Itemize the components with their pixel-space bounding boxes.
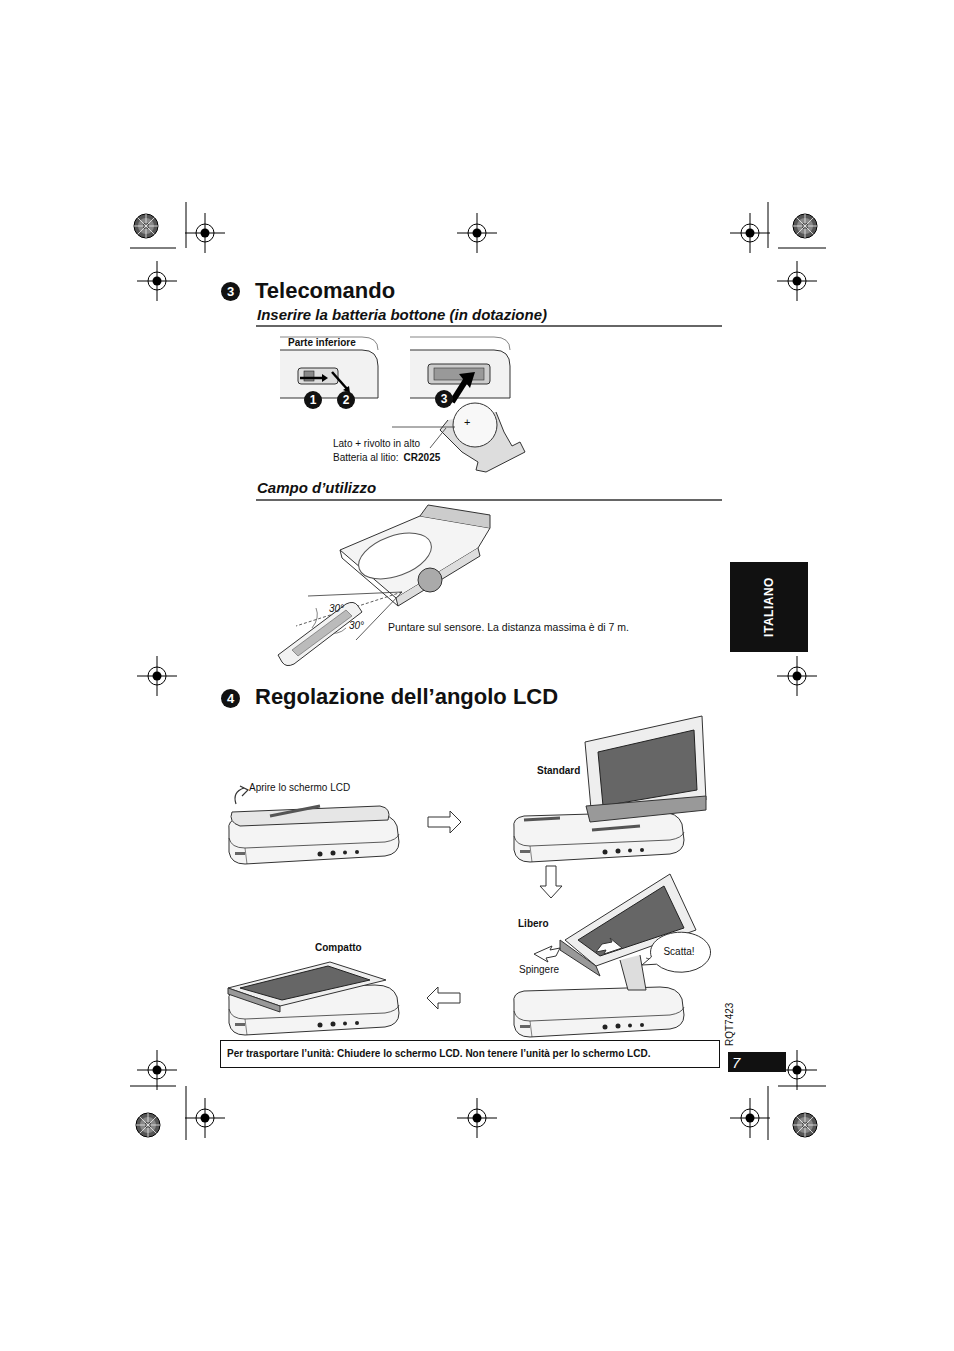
angle-label: 30° — [329, 603, 344, 615]
callout-number: 4 — [227, 691, 234, 706]
page-number-box: 7 — [728, 1052, 786, 1072]
note-text: Lato + rivolto in alto — [333, 438, 422, 450]
section-title: Regolazione dell’angolo LCD — [255, 684, 558, 709]
battery-type: CR2025 — [404, 452, 441, 464]
subheading: Campo d’utilizzo — [257, 479, 376, 496]
document-code: RQT7423 — [724, 1003, 736, 1046]
callout-number: 1 — [310, 393, 317, 407]
note-text: Puntare sul sensore. La distanza massima… — [388, 621, 629, 633]
position-label: Compatto — [315, 942, 362, 954]
player-range-illustration — [278, 505, 490, 666]
node-text: ITALIANO — [762, 577, 776, 637]
part-name: Parte inferiore — [288, 337, 356, 349]
position-label: Libero — [518, 918, 549, 930]
callout-number: 2 — [343, 393, 350, 407]
position-label: Standard — [537, 765, 580, 777]
step-number: 3 — [435, 390, 453, 408]
node-text: Per trasportare l’unità: Chiudere lo sch… — [227, 1047, 713, 1060]
remote-bottom-illustration — [280, 337, 378, 398]
section-number: 4 — [221, 689, 240, 708]
heading-rule — [256, 499, 722, 501]
remote-bottom-illustration — [410, 337, 510, 402]
section-number: 3 — [221, 282, 240, 301]
compact-player-illustration — [228, 962, 399, 1035]
note-box: Per trasportare l’unità: Chiudere lo sch… — [220, 1040, 720, 1068]
callout-number: 3 — [227, 284, 234, 299]
closed-player-illustration — [229, 786, 399, 864]
speech-bubble: Scatta! — [648, 930, 710, 972]
angle-label: 30° — [349, 620, 364, 632]
node-text: Scatta! — [663, 946, 694, 957]
note-text: Batteria al litio: — [333, 452, 401, 464]
standard-player-illustration — [514, 716, 706, 862]
subheading: Inserire la batteria bottone (in dotazio… — [257, 306, 547, 323]
language-tab: ITALIANO — [730, 562, 808, 652]
step-number: 1 — [304, 391, 322, 409]
polarity-sign: + — [463, 416, 471, 429]
heading-rule — [256, 325, 722, 327]
section-title: Telecomando — [255, 278, 395, 303]
flow-arrow — [427, 987, 460, 1009]
step-label: Spingere — [519, 964, 559, 976]
flow-arrow — [540, 866, 562, 898]
libero-player-illustration — [514, 874, 696, 1037]
node-text: 7 — [732, 1054, 740, 1071]
flow-arrow — [428, 811, 461, 833]
step-number: 2 — [337, 391, 355, 409]
callout-number: 3 — [441, 392, 448, 406]
crop-marks — [130, 202, 826, 1140]
step-label: Aprire lo schermo LCD — [249, 782, 350, 794]
